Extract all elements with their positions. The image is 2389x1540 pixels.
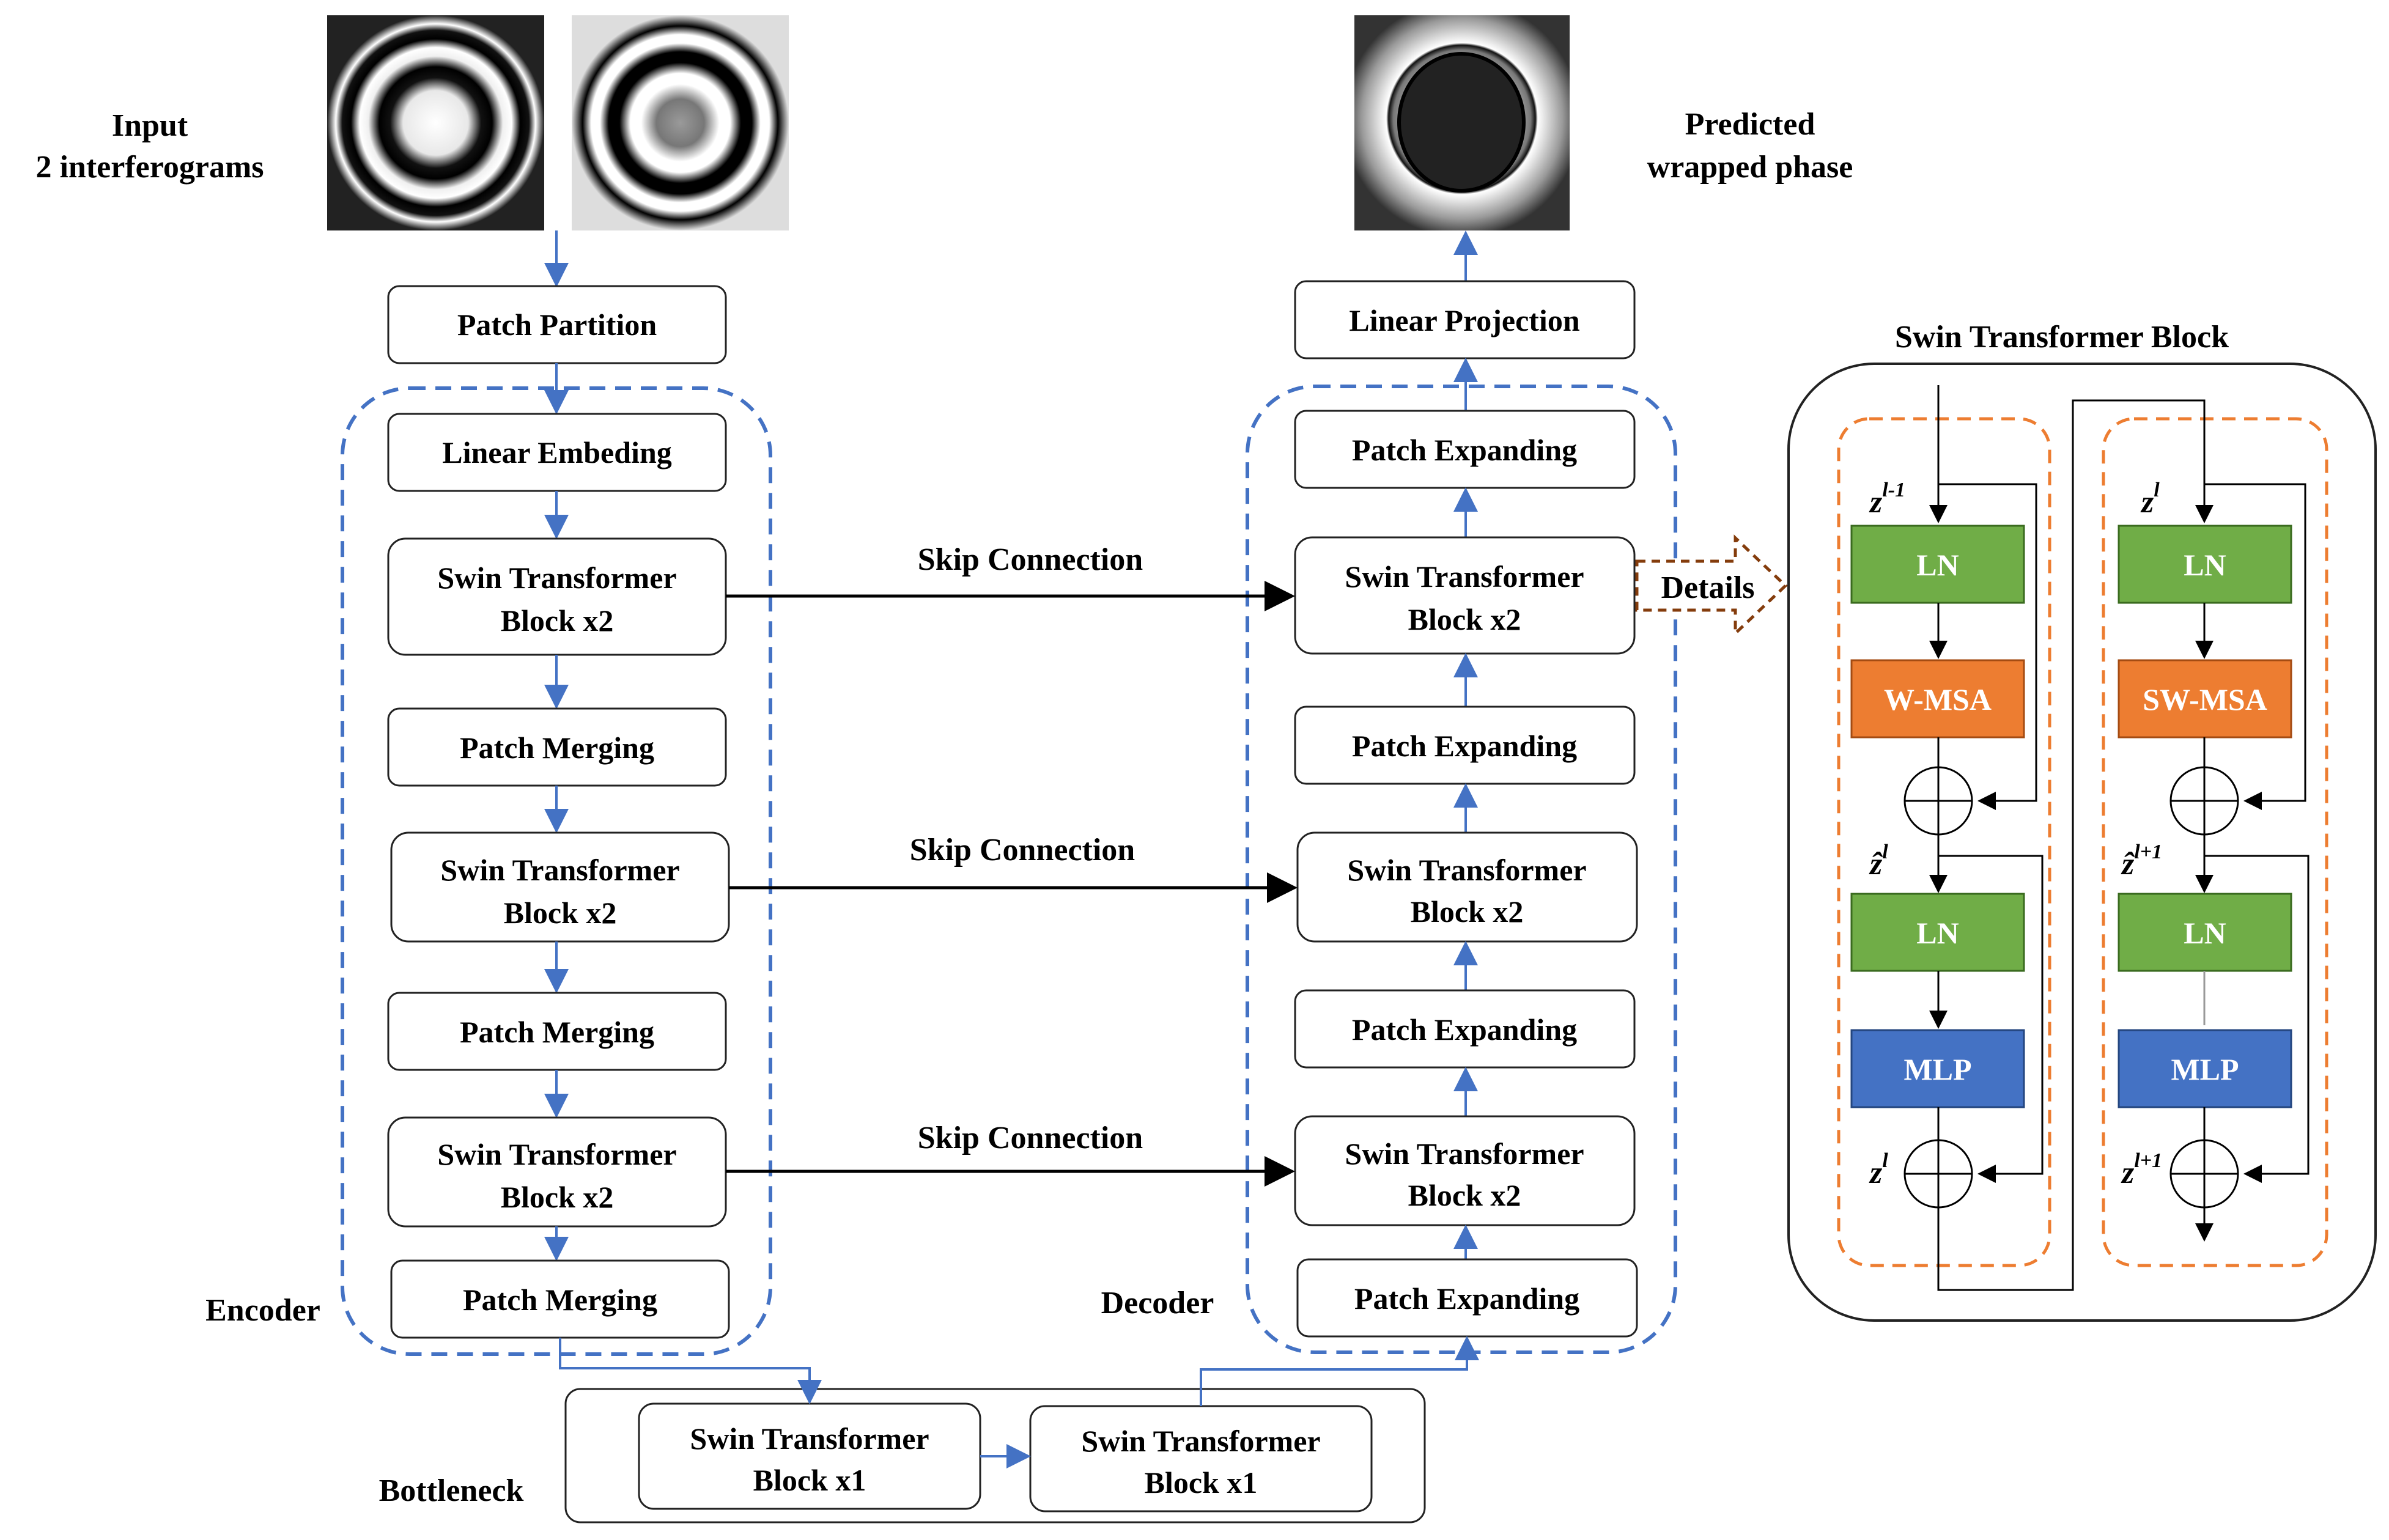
swin-block-title: Swin Transformer Block — [1895, 320, 2229, 355]
z-hat-label-l-plus-1: ẑl+1 — [2121, 841, 2162, 882]
svg-text:MLP: MLP — [1903, 1052, 1971, 1086]
encoder-patch-merging-3: Patch Merging — [390, 1259, 730, 1339]
bottleneck-label: Bottleneck — [379, 1473, 524, 1508]
bottleneck-region — [564, 1388, 1426, 1523]
z-label-l: zl — [1869, 1149, 1888, 1190]
left-ln-2: LN — [1850, 893, 2025, 972]
left-ln-1: LN — [1850, 525, 2025, 604]
z-label-l-right: zl — [2140, 479, 2160, 520]
encoder-swin-block-1: Swin Transformer Block x2 — [387, 537, 727, 656]
svg-text:Patch Expanding: Patch Expanding — [1352, 1012, 1577, 1047]
encoder-label: Encoder — [205, 1293, 320, 1328]
left-add-icon-1 — [1903, 766, 1973, 836]
svg-text:Block x2: Block x2 — [1408, 1178, 1521, 1212]
decoder-patch-expanding-1: Patch Expanding — [1294, 410, 1636, 489]
svg-text:Swin Transformer: Swin Transformer — [1081, 1424, 1320, 1458]
svg-text:Patch Merging: Patch Merging — [460, 1015, 654, 1049]
svg-text:Linear Embeding: Linear Embeding — [442, 435, 672, 470]
svg-text:Patch Merging: Patch Merging — [460, 731, 654, 765]
decoder-patch-expanding-2: Patch Expanding — [1294, 706, 1636, 785]
svg-text:Block x2: Block x2 — [501, 1180, 614, 1214]
right-ln-1: LN — [2118, 525, 2292, 604]
svg-text:LN: LN — [2184, 916, 2226, 950]
svg-text:SW-MSA: SW-MSA — [2143, 682, 2267, 717]
svg-text:Block x2: Block x2 — [504, 896, 617, 930]
input-sub-label: 2 interferograms — [35, 150, 264, 185]
decoder-patch-expanding-3: Patch Expanding — [1294, 989, 1636, 1069]
svg-text:Block x2: Block x2 — [1408, 602, 1521, 636]
svg-text:Block x2: Block x2 — [1411, 894, 1524, 929]
left-mlp: MLP — [1850, 1029, 2025, 1108]
svg-text:Swin Transformer: Swin Transformer — [1345, 1137, 1584, 1171]
skip-connection-label-1: Skip Connection — [918, 542, 1143, 577]
svg-text:MLP: MLP — [2171, 1052, 2239, 1086]
svg-text:Patch Expanding: Patch Expanding — [1352, 433, 1577, 467]
svg-text:Swin Transformer: Swin Transformer — [1345, 559, 1584, 594]
bottleneck-swin-block-a: Swin Transformer Block x1 — [638, 1402, 981, 1510]
swin-left-region — [1837, 417, 2051, 1267]
svg-text:Details: Details — [1661, 570, 1754, 605]
svg-text:W-MSA: W-MSA — [1884, 682, 1992, 717]
svg-text:Block x2: Block x2 — [501, 603, 614, 638]
details-arrow: Details — [1635, 534, 1788, 637]
svg-text:LN: LN — [1916, 916, 1959, 950]
input-interferogram-2 — [572, 15, 789, 230]
svg-text:Swin Transformer: Swin Transformer — [437, 561, 676, 595]
z-label-l-plus-1: zl+1 — [2121, 1149, 2162, 1190]
encoder-swin-block-2: Swin Transformer Block x2 — [390, 831, 730, 943]
svg-text:Patch Merging: Patch Merging — [463, 1283, 657, 1317]
left-w-msa: W-MSA — [1850, 659, 2025, 739]
predicted-label: Predicted — [1685, 107, 1815, 142]
bottleneck-swin-block-b: Swin Transformer Block x1 — [1029, 1405, 1373, 1512]
predicted-sub-label: wrapped phase — [1647, 150, 1853, 185]
left-add-icon-2 — [1903, 1139, 1973, 1209]
svg-text:Swin Transformer: Swin Transformer — [440, 853, 679, 887]
predicted-phase-image — [1354, 15, 1570, 230]
swin-right-region — [2102, 417, 2328, 1267]
patch-partition-box: Patch Partition — [387, 285, 727, 364]
svg-text:Patch Partition: Patch Partition — [457, 308, 657, 342]
svg-text:Block x1: Block x1 — [753, 1463, 866, 1497]
right-add-icon-1 — [2169, 766, 2239, 836]
right-sw-msa: SW-MSA — [2118, 659, 2292, 739]
decoder-swin-block-3: Swin Transformer Block x2 — [1294, 1115, 1636, 1226]
svg-text:Patch Expanding: Patch Expanding — [1352, 729, 1577, 763]
skip-connection-label-2: Skip Connection — [910, 833, 1135, 868]
decoder-label: Decoder — [1101, 1286, 1214, 1321]
svg-text:Swin Transformer: Swin Transformer — [1347, 853, 1586, 887]
right-mlp: MLP — [2118, 1029, 2292, 1108]
svg-text:Patch Expanding: Patch Expanding — [1354, 1281, 1579, 1316]
right-ln-2: LN — [2118, 893, 2292, 972]
encoder-patch-merging-1: Patch Merging — [387, 707, 727, 787]
svg-text:LN: LN — [1916, 548, 1959, 582]
svg-text:Block x1: Block x1 — [1145, 1465, 1258, 1500]
decoder-swin-block-2: Swin Transformer Block x2 — [1296, 831, 1638, 943]
swin-block-panel — [1787, 363, 2377, 1322]
linear-projection-box: Linear Projection — [1294, 280, 1636, 359]
svg-text:Swin Transformer: Swin Transformer — [690, 1421, 929, 1456]
encoder-patch-merging-2: Patch Merging — [387, 992, 727, 1071]
svg-text:Linear Projection: Linear Projection — [1349, 303, 1579, 337]
skip-connection-label-3: Skip Connection — [918, 1121, 1143, 1155]
svg-text:Swin Transformer: Swin Transformer — [437, 1137, 676, 1171]
encoder-swin-block-3: Swin Transformer Block x2 — [387, 1116, 727, 1228]
svg-text:LN: LN — [2184, 548, 2226, 582]
input-interferogram-1 — [327, 15, 544, 230]
input-label: Input — [112, 108, 188, 143]
z-hat-label-l: ẑl — [1869, 841, 1888, 882]
right-add-icon-2 — [2169, 1139, 2239, 1209]
decoder-swin-block-1: Swin Transformer Block x2 — [1294, 536, 1636, 655]
linear-embedding-box: Linear Embeding — [387, 413, 727, 492]
z-label-l-minus-1: zl-1 — [1869, 479, 1905, 520]
decoder-patch-expanding-4: Patch Expanding — [1296, 1258, 1638, 1338]
